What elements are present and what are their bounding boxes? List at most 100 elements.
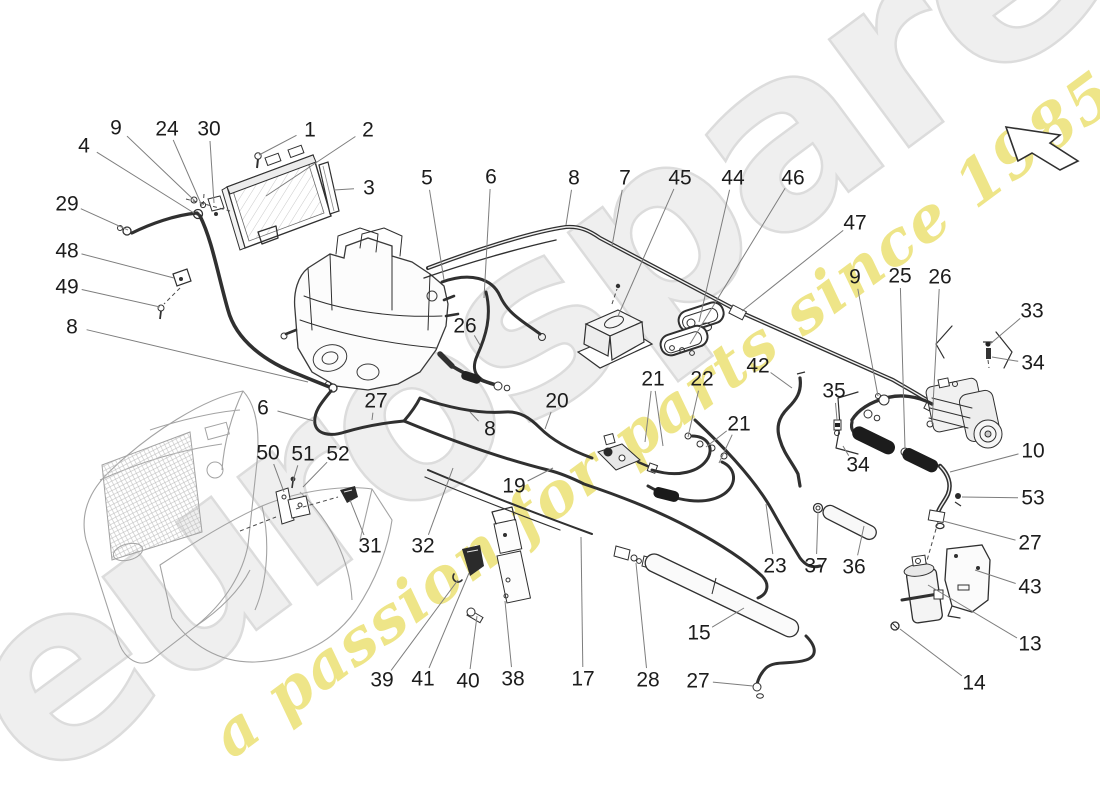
callout-29-7[interactable]: 29 bbox=[55, 193, 78, 216]
callout-35-32[interactable]: 35 bbox=[822, 380, 845, 403]
leader-line bbox=[469, 411, 479, 422]
leader-line bbox=[961, 496, 1019, 499]
callout-46-17[interactable]: 46 bbox=[781, 167, 804, 190]
callout-8-28[interactable]: 8 bbox=[484, 418, 496, 441]
valve-block bbox=[597, 432, 735, 503]
leader-line bbox=[126, 135, 196, 202]
leader-line bbox=[80, 208, 129, 231]
callout-38-53[interactable]: 38 bbox=[501, 668, 524, 691]
callout-39-50[interactable]: 39 bbox=[370, 669, 393, 692]
callout-27-38[interactable]: 27 bbox=[1018, 532, 1041, 555]
callout-37-40[interactable]: 37 bbox=[804, 555, 827, 578]
leader-line bbox=[857, 525, 865, 556]
callout-5-11[interactable]: 5 bbox=[421, 167, 433, 190]
callout-41-51[interactable]: 41 bbox=[411, 668, 434, 691]
callout-15-57[interactable]: 15 bbox=[687, 622, 710, 645]
leader-line bbox=[899, 628, 963, 677]
callout-23-39[interactable]: 23 bbox=[763, 555, 786, 578]
leader-line bbox=[842, 445, 850, 456]
callout-40-52[interactable]: 40 bbox=[456, 670, 479, 693]
callout-2-4[interactable]: 2 bbox=[362, 119, 374, 142]
callout-25-20[interactable]: 25 bbox=[888, 265, 911, 288]
leader-line bbox=[927, 584, 1018, 639]
leader-line bbox=[718, 434, 733, 464]
callout-6-26[interactable]: 6 bbox=[257, 397, 269, 420]
callout-45-15[interactable]: 45 bbox=[668, 167, 691, 190]
callout-24-1[interactable]: 24 bbox=[155, 118, 179, 141]
leader-line bbox=[292, 465, 299, 482]
callout-17-54[interactable]: 17 bbox=[571, 668, 594, 691]
callout-7-14[interactable]: 7 bbox=[619, 167, 631, 190]
leader-line bbox=[469, 615, 478, 670]
callout-13-43[interactable]: 13 bbox=[1018, 633, 1041, 656]
leader-line bbox=[687, 390, 699, 438]
callout-14-44[interactable]: 14 bbox=[962, 672, 986, 695]
leader-line bbox=[635, 562, 647, 669]
callout-19-35[interactable]: 19 bbox=[502, 475, 525, 498]
callout-48-8[interactable]: 48 bbox=[55, 240, 78, 263]
pipe-brackets bbox=[833, 325, 1013, 455]
clip-41 bbox=[462, 545, 484, 576]
callout-49-9[interactable]: 49 bbox=[55, 276, 78, 299]
leader-lines bbox=[80, 134, 1021, 687]
leader-line bbox=[698, 189, 731, 323]
callout-34-34[interactable]: 34 bbox=[846, 454, 870, 477]
callout-50-45[interactable]: 50 bbox=[256, 442, 279, 465]
callout-26-24[interactable]: 26 bbox=[453, 315, 476, 338]
callout-8-13[interactable]: 8 bbox=[568, 167, 580, 190]
center-hoses bbox=[313, 275, 769, 600]
callout-1-3[interactable]: 1 bbox=[304, 119, 316, 142]
callout-34-23[interactable]: 34 bbox=[1021, 352, 1045, 375]
callout-9-19[interactable]: 9 bbox=[849, 266, 861, 289]
callout-42-31[interactable]: 42 bbox=[746, 355, 769, 378]
callout-6-12[interactable]: 6 bbox=[485, 166, 497, 189]
leader-line bbox=[741, 230, 844, 312]
callout-4-5[interactable]: 4 bbox=[78, 135, 90, 158]
leader-line bbox=[504, 600, 512, 668]
callout-47-18[interactable]: 47 bbox=[843, 212, 866, 235]
leader-line bbox=[81, 253, 175, 279]
leader-line bbox=[949, 453, 1019, 473]
callout-51-46[interactable]: 51 bbox=[291, 443, 314, 466]
leader-line bbox=[711, 607, 745, 628]
callout-9-0[interactable]: 9 bbox=[110, 117, 122, 140]
callout-20-27[interactable]: 20 bbox=[545, 390, 568, 413]
callout-27-56[interactable]: 27 bbox=[686, 670, 709, 693]
callout-31-48[interactable]: 31 bbox=[358, 535, 381, 558]
mounting-brackets bbox=[239, 476, 532, 624]
callout-52-47[interactable]: 52 bbox=[326, 443, 349, 466]
callout-21-33[interactable]: 21 bbox=[727, 413, 750, 436]
callout-21-29[interactable]: 21 bbox=[641, 368, 664, 391]
callout-36-41[interactable]: 36 bbox=[842, 556, 865, 579]
callout-10-36[interactable]: 10 bbox=[1021, 440, 1044, 463]
leader-line bbox=[429, 189, 445, 281]
callout-22-30[interactable]: 22 bbox=[690, 368, 713, 391]
callout-8-10[interactable]: 8 bbox=[66, 316, 78, 339]
callout-26-21[interactable]: 26 bbox=[928, 266, 951, 289]
callout-43-42[interactable]: 43 bbox=[1018, 576, 1041, 599]
ac-compressor bbox=[850, 377, 1003, 449]
leader-line bbox=[427, 467, 454, 535]
callout-3-6[interactable]: 3 bbox=[363, 177, 375, 200]
callout-30-2[interactable]: 30 bbox=[197, 118, 220, 141]
leader-line bbox=[617, 188, 675, 317]
leader-line bbox=[209, 140, 215, 204]
leader-line bbox=[712, 681, 754, 687]
callout-28-55[interactable]: 28 bbox=[636, 669, 659, 692]
callout-44-16[interactable]: 44 bbox=[721, 167, 745, 190]
callout-27-25[interactable]: 27 bbox=[364, 390, 387, 413]
leader-line bbox=[371, 412, 374, 421]
condenser-hoses bbox=[117, 211, 334, 390]
cover-box bbox=[576, 283, 654, 369]
receiver-dryer bbox=[900, 554, 944, 624]
front-bumper bbox=[83, 390, 259, 664]
heater-unit bbox=[280, 227, 460, 393]
callout-32-49[interactable]: 32 bbox=[411, 535, 434, 558]
callout-53-37[interactable]: 53 bbox=[1021, 487, 1044, 510]
leader-line bbox=[989, 318, 1021, 345]
leader-line bbox=[942, 520, 1016, 541]
callout-33-22[interactable]: 33 bbox=[1020, 300, 1043, 323]
leader-line bbox=[172, 139, 203, 207]
